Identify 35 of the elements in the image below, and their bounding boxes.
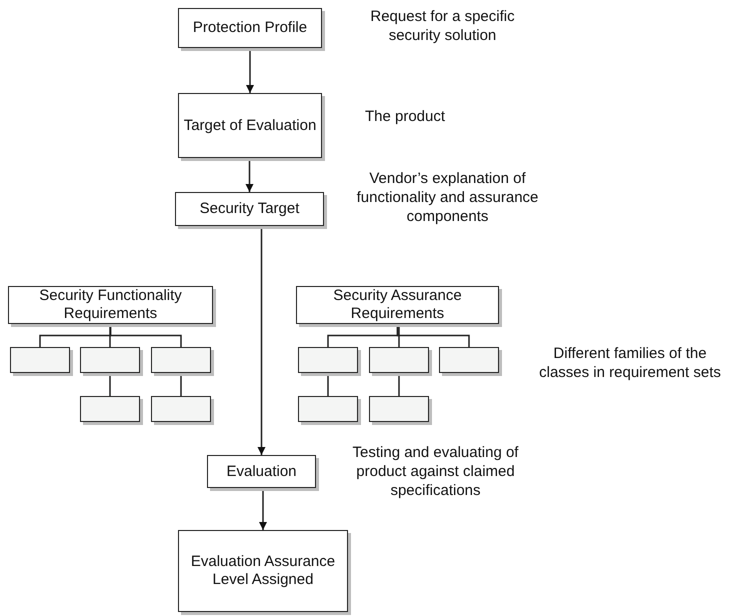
process-box [207, 455, 316, 488]
empty-box [369, 347, 429, 373]
arrow [259, 488, 267, 530]
arrow [246, 48, 254, 93]
arrow [258, 226, 266, 455]
box-label: Target of Evaluation [184, 116, 316, 134]
box-label: Security Functionality Requirements [38, 287, 183, 323]
box-label: Protection Profile [192, 19, 308, 37]
box-label: Security Target [200, 200, 300, 218]
empty-box [80, 347, 140, 373]
annotation-text: The product [364, 108, 446, 127]
connector-line [396, 324, 470, 347]
connector-line [110, 324, 182, 347]
process-box [296, 286, 499, 324]
box-label: Evaluation Assurance Level Assigned [190, 553, 336, 589]
annotation-text: Vendor’s explanation of functionality and assurance components [356, 170, 540, 226]
process-box [175, 192, 324, 226]
process-box [178, 93, 322, 158]
process-box [8, 286, 213, 324]
annotation-text: Testing and evaluating of product against claimed specifications [352, 444, 520, 500]
empty-box [80, 396, 140, 422]
arrow [246, 158, 254, 192]
empty-box [10, 347, 70, 373]
empty-box [439, 347, 499, 373]
empty-box [151, 396, 211, 422]
box-label: Security Assurance Requirements [332, 287, 463, 323]
process-box [178, 8, 322, 48]
empty-box [151, 347, 211, 373]
annotation-text: Request for a specific security solution [369, 8, 516, 46]
empty-box [369, 396, 429, 422]
box-label: Evaluation [226, 462, 297, 480]
empty-box [298, 396, 358, 422]
process-box [178, 530, 348, 612]
empty-box [298, 347, 358, 373]
note-text: Different families of the classes in requirement sets [538, 345, 722, 382]
